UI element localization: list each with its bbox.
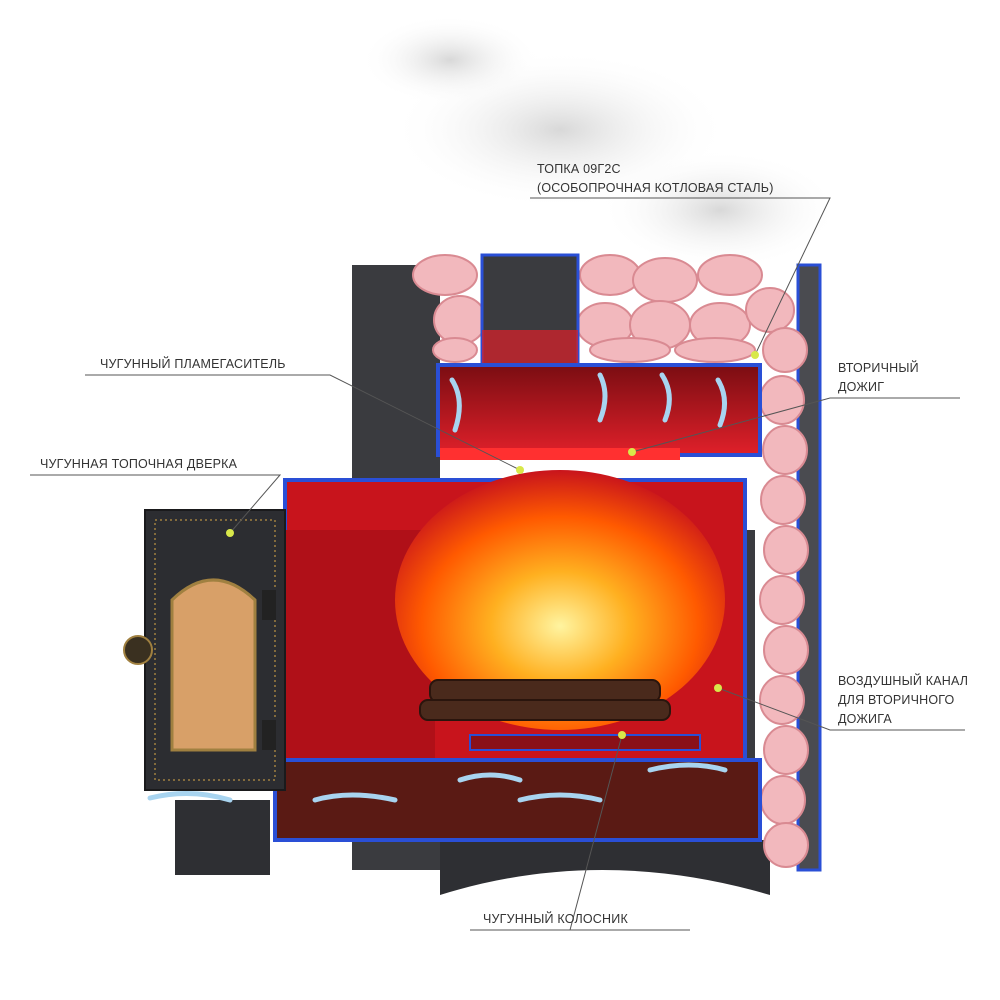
steam-cloud: [360, 15, 840, 270]
ash-chamber: [273, 758, 762, 842]
label-line: ТОПКА 09Г2С: [537, 162, 621, 176]
cast-iron-door: [123, 509, 286, 791]
flame-arrester-plate: [440, 448, 680, 460]
label-air-channel: ВОЗДУШНЫЙ КАНАЛ ДЛЯ ВТОРИЧНОГО ДОЖИГА: [838, 672, 968, 729]
label-firebox-door: ЧУГУННАЯ ТОПОЧНАЯ ДВЕРКА: [40, 457, 238, 471]
marker-dots: [226, 351, 759, 739]
label-line: (ОСОБОПРОЧНАЯ КОТЛОВАЯ СТАЛЬ): [537, 181, 774, 195]
door-glass: [170, 578, 257, 752]
upper-chamber: [436, 363, 762, 457]
label-line: ВОЗДУШНЫЙ КАНАЛ: [838, 674, 969, 688]
airflow-arrows: [147, 372, 728, 803]
door-handle: [123, 635, 153, 665]
sauna-stones: [412, 254, 809, 868]
logs: [419, 679, 671, 721]
label-grate: ЧУГУННЫЙ КОЛОСНИК: [483, 912, 628, 926]
fire: [395, 470, 725, 730]
label-firebox-steel: ТОПКА 09Г2С (ОСОБОПРОЧНАЯ КОТЛОВАЯ СТАЛЬ…: [537, 160, 774, 198]
label-line: ДОЖИГ: [838, 380, 885, 394]
label-line: ДОЖИГА: [838, 712, 892, 726]
label-line: ВТОРИЧНЫЙ: [838, 361, 919, 375]
label-line: ДЛЯ ВТОРИЧНОГО: [838, 693, 955, 707]
leader-lines: [30, 197, 965, 931]
grate: [469, 734, 701, 751]
stove-base: [352, 840, 770, 895]
label-secondary-afterburn: ВТОРИЧНЫЙ ДОЖИГ: [838, 359, 919, 397]
label-flame-arrester: ЧУГУННЫЙ ПЛАМЕГАСИТЕЛЬ: [100, 357, 286, 371]
